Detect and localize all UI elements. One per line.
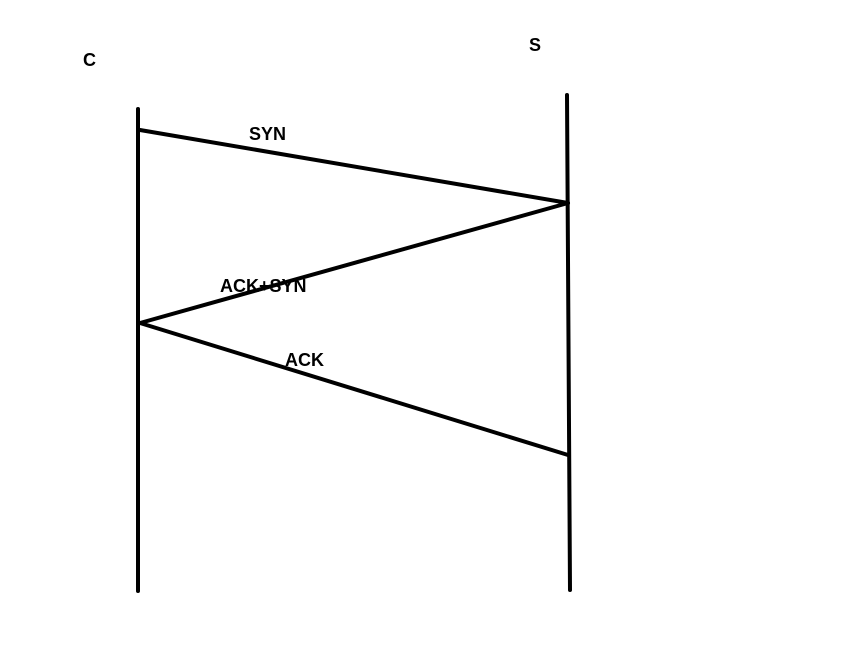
server-label: S	[529, 35, 541, 55]
ack-syn-message-label: ACK+SYN	[220, 276, 307, 296]
syn-message-line	[138, 128, 570, 205]
ack-message-line	[138, 321, 570, 457]
syn-message-label: SYN	[249, 124, 286, 144]
client-label: C	[83, 50, 96, 70]
server-lifeline	[565, 93, 572, 592]
ack-syn-message-line	[138, 201, 570, 325]
ack-message-label: ACK	[285, 350, 324, 370]
